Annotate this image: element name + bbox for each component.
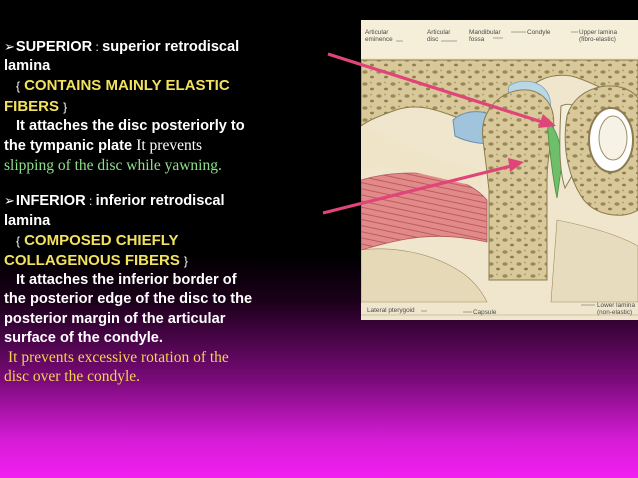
label-text: (non-elastic) (597, 309, 633, 317)
superior-fibers-line-2: FIBERS } (4, 97, 334, 117)
inferior-name: inferior retrodiscal (95, 193, 225, 210)
label-text: Upper lamina (579, 29, 618, 36)
superior-open-bracket: { (16, 79, 21, 94)
superior-note-start: It prevents (136, 137, 203, 155)
superior-close-bracket: } (63, 99, 68, 114)
inferior-attach-line-4: surface of the condyle. (4, 329, 334, 348)
superior-note-line: slipping of the disc while yawning. (4, 157, 222, 175)
label-mandibular-fossa: Mandibular fossa (469, 29, 501, 44)
superior-fibers-line: { CONTAINS MAINLY ELASTIC (4, 76, 334, 96)
superior-fibers-text: CONTAINS MAINLY ELASTIC (24, 77, 230, 95)
arrow-bullet-icon: ➢ (4, 40, 15, 55)
inferior-attach-line-3: posterior margin of the articular (4, 310, 226, 327)
label-text: Mandibular (469, 29, 501, 36)
label-text: (fibro-elastic) (579, 36, 616, 44)
label-articular-disc: Articular disc (427, 29, 450, 44)
label-text: Articular (365, 29, 389, 36)
label-lateral-pterygoid: Lateral pterygoid (367, 307, 415, 314)
superior-heading-line: ➢SUPERIOR : superior retrodiscal (4, 38, 334, 57)
superior-attach-bold: the tympanic plate (4, 138, 133, 155)
label-lower-lamina: Lower lamina (non-elastic) (597, 302, 635, 317)
label-upper-lamina: Upper lamina (fibro-elastic) (579, 29, 617, 44)
inferior-attach-text-4: surface of the condyle (4, 329, 159, 346)
inferior-attach-line-2: the posterior edge of the disc to the (4, 291, 253, 308)
inferior-open-bracket: { (16, 233, 21, 248)
label-text: Lower lamina (597, 302, 636, 309)
inferior-fibers-text-2: COLLAGENOUS FIBERS (4, 252, 180, 270)
text-panel: ➢SUPERIOR : superior retrodiscal lamina … (4, 38, 334, 386)
inferior-title: INFERIOR (15, 193, 86, 210)
label-articular-eminence: Articular eminence (365, 29, 393, 44)
inferior-fibers-line-2: COLLAGENOUS FIBERS } (4, 251, 334, 271)
superior-attach-line-1: It attaches the disc posteriorly to (16, 117, 245, 134)
label-text: Articular (427, 29, 451, 36)
inferior-note-line-2: disc over the condyle. (4, 368, 141, 386)
superior-title: SUPERIOR (15, 39, 93, 55)
label-text: Capsule (473, 309, 497, 316)
label-capsule: Capsule (473, 309, 496, 316)
inferior-fibers-line: { COMPOSED CHIEFLY (4, 231, 334, 251)
label-text: Condyle (527, 29, 551, 36)
label-leader-lines (396, 31, 595, 313)
label-text: Lateral pterygoid (367, 307, 415, 314)
arrow-bullet-icon: ➢ (4, 194, 15, 210)
inferior-note-line-1: It prevents excessive rotation of the (8, 349, 229, 367)
inferior-fibers-text: COMPOSED CHIEFLY (24, 231, 179, 249)
label-text: fossa (469, 36, 485, 44)
tmj-anatomy-figure: Articular eminence Articular disc Mandib… (360, 20, 638, 320)
label-condyle: Condyle (527, 29, 550, 36)
inferior-name-continued: lamina (4, 212, 51, 229)
superior-name: superior retrodiscal (102, 39, 240, 55)
section-spacer (4, 175, 334, 192)
inferior-attach-period: . (158, 329, 163, 346)
label-text: eminence (365, 36, 393, 44)
superior-fibers-text-2: FIBERS (4, 97, 60, 115)
superior-separator: : (92, 40, 103, 54)
inferior-heading-line: ➢INFERIOR : inferior retrodiscal (4, 192, 334, 211)
label-text: disc (427, 36, 439, 44)
inferior-close-bracket: } (183, 254, 188, 269)
superior-attach-line-2: the tympanic plate It prevents (4, 136, 334, 156)
inferior-attach-line-1: It attaches the inferior border of (16, 272, 237, 289)
superior-name-continued: lamina (4, 58, 51, 75)
figure-label-band (361, 20, 638, 58)
inferior-separator: : (85, 194, 96, 209)
